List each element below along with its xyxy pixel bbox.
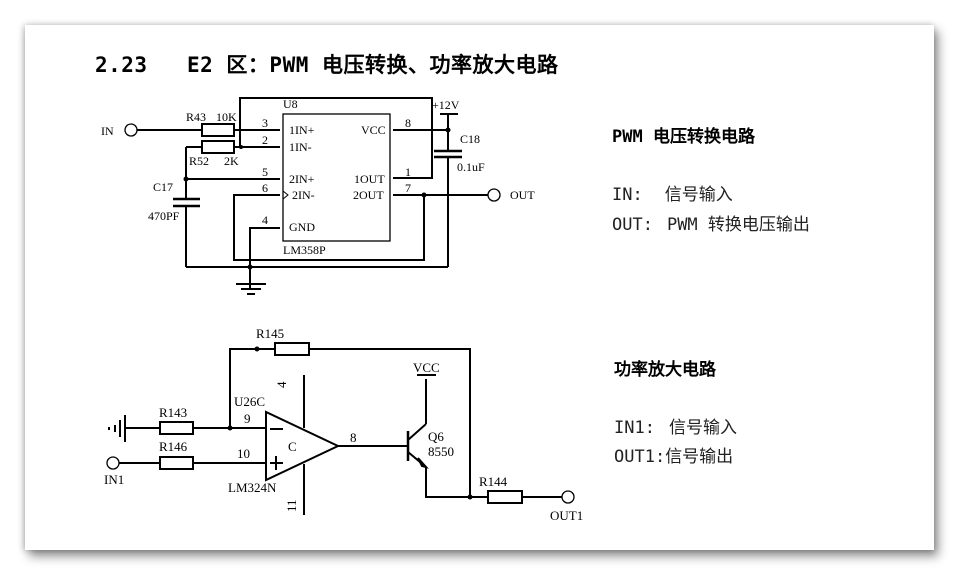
pin-name: 2IN+ <box>289 172 315 186</box>
pin-num: 3 <box>262 116 268 130</box>
pin-name: VCC <box>361 123 386 137</box>
r145-label: R145 <box>256 326 284 341</box>
r43-value: 10K <box>216 110 237 124</box>
opamp-part: LM324N <box>228 480 277 495</box>
document-page <box>25 25 934 550</box>
pin-name: GND <box>289 220 315 234</box>
ic-u8 <box>282 113 391 242</box>
pwm-heading: PWM 电压转换电路 <box>612 127 755 147</box>
in1-terminal <box>106 456 120 470</box>
opamp-u26c <box>265 410 341 482</box>
opamp-ref: U26C <box>234 394 265 409</box>
pin-noninv: 10 <box>237 446 250 461</box>
amp-in-text: 信号输入 <box>668 418 737 438</box>
r146-label: R146 <box>159 439 188 454</box>
pwm-out-desc: OUT: PWM 转换电压输出 <box>612 210 810 235</box>
r143-label: R143 <box>159 405 187 420</box>
pin-vneg: 11 <box>284 499 299 512</box>
section-title: 2.23 E2 区：PWM 电压转换、功率放大电路 <box>95 53 559 77</box>
amp-heading: 功率放大电路 <box>614 360 716 380</box>
pwm-in-label: IN: <box>612 185 643 205</box>
opamp-unit: C <box>288 439 297 454</box>
pin-vpos: 4 <box>274 381 289 388</box>
amp-labels: R145 R143 R146 IN1 U26C 9 10 C LM324N 8 … <box>104 326 583 523</box>
out1-label: OUT1 <box>550 508 583 523</box>
resistor-r52 <box>201 140 235 154</box>
pin-num: 8 <box>405 116 411 130</box>
pin-name: 2OUT <box>353 188 384 202</box>
pwm-schematic <box>124 97 501 295</box>
r52-value: 2K <box>224 154 239 168</box>
in-terminal <box>124 123 138 137</box>
out-terminal <box>487 188 501 202</box>
pin-name: 1IN+ <box>289 123 315 137</box>
amp-out-desc: OUT1:信号输出 <box>614 442 733 467</box>
q6-ref: Q6 <box>428 429 444 444</box>
pwm-labels: IN OUT R43 10K R52 2K C17 470PF U8 LM358… <box>101 97 535 257</box>
in-label: IN <box>101 124 114 138</box>
pin-name: 2IN- <box>292 188 315 202</box>
amp-schematic <box>106 342 575 515</box>
c17-ref: C17 <box>153 180 173 194</box>
out-label: OUT <box>510 188 535 202</box>
pin-num: 2 <box>262 133 268 147</box>
pin-out: 8 <box>350 430 357 445</box>
q6-part: 8550 <box>428 444 454 459</box>
pin-name: 1IN- <box>289 140 312 154</box>
pwm-in-text: 信号输入 <box>664 185 733 205</box>
resistor-r143 <box>159 421 194 435</box>
pin-name: 1OUT <box>354 172 385 186</box>
c18-value: 0.1uF <box>457 160 485 174</box>
amp-out-text: 信号输出 <box>665 447 734 467</box>
pwm-in-desc: IN: 信号输入 <box>612 180 733 205</box>
pin-inv: 9 <box>244 411 251 426</box>
out1-terminal <box>561 490 575 504</box>
in1-label: IN1 <box>104 472 124 487</box>
pwm-out-label: OUT: <box>612 215 653 235</box>
c18-ref: C18 <box>460 132 480 146</box>
r144-label: R144 <box>479 474 508 489</box>
pin-num: 6 <box>262 181 268 195</box>
amp-out-label: OUT1: <box>614 447 666 467</box>
supply-label: +12V <box>432 98 460 112</box>
ic-ref: U8 <box>283 97 298 111</box>
amp-in-label: IN1: <box>614 418 655 438</box>
pwm-out-text: PWM 转换电压输出 <box>666 215 810 235</box>
c17-value: 470PF <box>148 209 180 223</box>
resistor-r43 <box>201 123 235 137</box>
resistor-r144 <box>487 490 523 504</box>
pin-num: 1 <box>405 165 411 179</box>
resistor-r146 <box>159 456 194 470</box>
pin-num: 7 <box>405 181 411 195</box>
vcc-label: VCC <box>413 360 440 375</box>
pin-num: 5 <box>262 165 268 179</box>
r52-ref: R52 <box>189 154 209 168</box>
pin-num: 4 <box>262 213 268 227</box>
ic-part: LM358P <box>283 243 326 257</box>
resistor-r145 <box>274 342 310 356</box>
r43-ref: R43 <box>186 110 206 124</box>
amp-in-desc: IN1: 信号输入 <box>614 413 737 438</box>
